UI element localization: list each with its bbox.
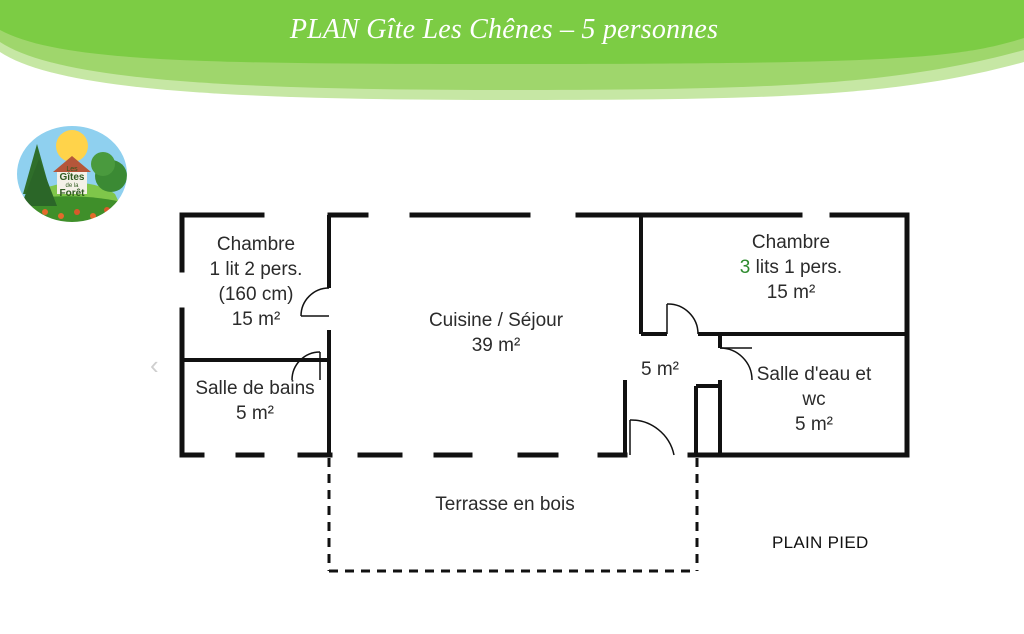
- chambre2-title: Chambre: [751, 232, 831, 253]
- chambre2-bed-count: 3: [739, 257, 751, 278]
- chambre2-beds-text: lits 1 pers.: [750, 257, 843, 278]
- logo-text-gites: Gîtes: [59, 172, 84, 183]
- logo-text-foret: Forêt: [60, 188, 86, 199]
- logo-graphic: Les Gîtes de la Forêt: [15, 124, 129, 224]
- salle-bains-title: Salle de bains: [195, 378, 315, 399]
- chambre1-title: Chambre: [216, 234, 296, 255]
- room-chambre-2: Chambre 3 lits 1 pers. 15 m²: [700, 230, 882, 305]
- sejour-area: 39 m²: [471, 335, 521, 356]
- door-salle-bains: [291, 351, 321, 381]
- chambre1-area: 15 m²: [231, 309, 281, 330]
- terrasse-label: Terrasse en bois: [400, 492, 610, 517]
- sejour-title: Cuisine / Séjour: [428, 310, 564, 331]
- interior-walls: [182, 215, 907, 455]
- door-chambre2: [666, 303, 699, 335]
- prev-slide-arrow[interactable]: ‹: [150, 350, 159, 380]
- chambre2-beds: 3 lits 1 pers.: [700, 255, 882, 280]
- room-entree: 5 m²: [630, 357, 690, 382]
- salle-bains-area: 5 m²: [236, 403, 274, 424]
- salle-eau-title: Salle d'eau et: [756, 364, 872, 385]
- logo-text-les: Les: [66, 166, 78, 173]
- header-banner: PLAN Gîte Les Chênes – 5 personnes: [0, 0, 1024, 110]
- salle-eau-wc: wc: [802, 389, 826, 410]
- salle-eau-area: 5 m²: [795, 414, 833, 435]
- logo-text-dela: de la: [65, 183, 79, 189]
- floor-level-label: PLAIN PIED: [772, 533, 869, 552]
- gites-foret-logo: Les Gîtes de la Forêt: [15, 124, 129, 224]
- chambre1-size: (160 cm): [218, 284, 294, 305]
- terrace-outline: [327, 458, 699, 573]
- room-cuisine-sejour: Cuisine / Séjour 39 m²: [396, 308, 596, 358]
- header-band-shape: [0, 0, 1024, 100]
- chambre1-beds: 1 lit 2 pers.: [209, 259, 303, 280]
- room-chambre-1: Chambre 1 lit 2 pers. (160 cm) 15 m²: [186, 232, 326, 332]
- room-salle-eau: Salle d'eau et wc 5 m²: [735, 362, 893, 437]
- door-entree: [629, 419, 675, 456]
- chambre2-area: 15 m²: [766, 282, 816, 303]
- page-title: PLAN Gîte Les Chênes – 5 personnes: [289, 14, 719, 45]
- door-chambre1: [300, 287, 330, 317]
- entree-area: 5 m²: [641, 359, 679, 380]
- terrasse-title: Terrasse en bois: [435, 494, 575, 515]
- room-salle-de-bains: Salle de bains 5 m²: [180, 376, 330, 426]
- door-swings: [291, 287, 753, 456]
